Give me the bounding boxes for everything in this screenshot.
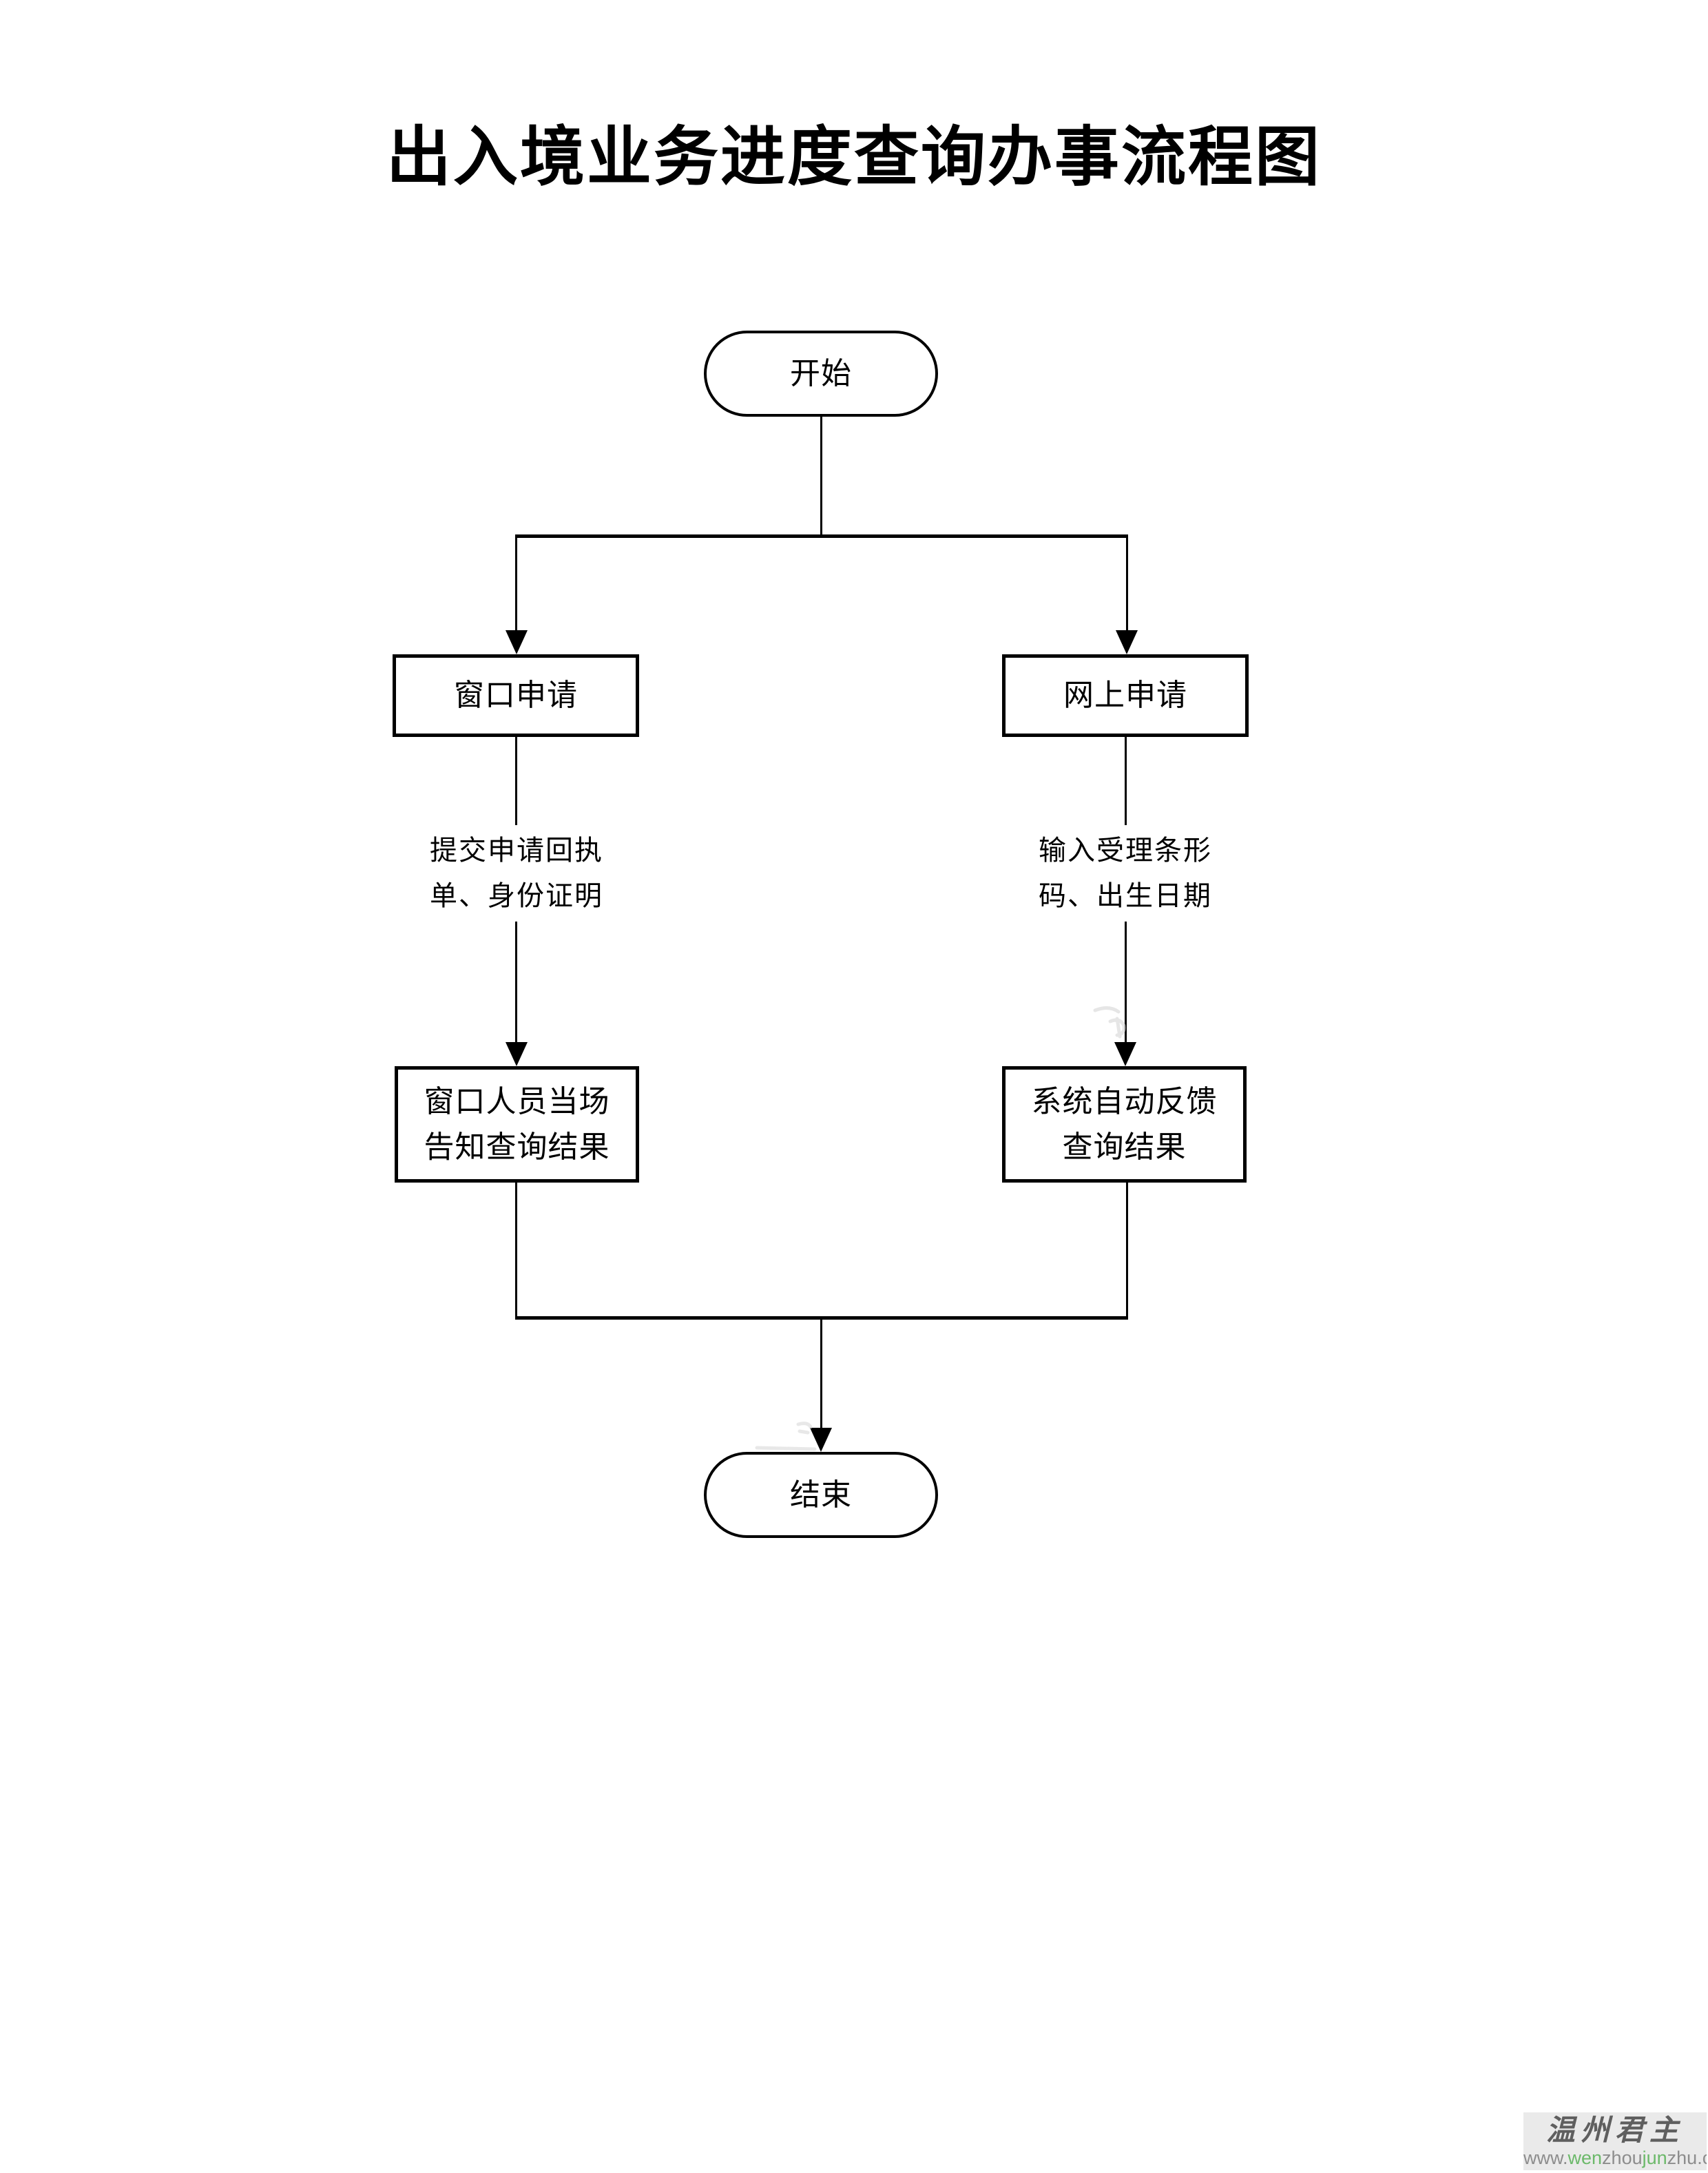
connector-system-result-to-merge (1126, 1183, 1128, 1319)
system-result-line: 查询结果 (1062, 1130, 1187, 1164)
arrowhead-into-window-apply (506, 630, 528, 654)
window-result-box: 窗口人员当场 告知查询结果 (395, 1066, 639, 1183)
connector-split-horizontal (515, 534, 1128, 538)
edge-label-line: 单、身份证明 (430, 880, 603, 911)
site-watermark-brand: 温州君主 (1545, 2115, 1684, 2147)
start-node: 开始 (704, 331, 938, 417)
site-watermark-badge: 温州君主 www.wenzhoujunzhu.com (1523, 2112, 1707, 2170)
edge-label-line: 输入受理条形 (1039, 835, 1212, 866)
url-segment: wen (1568, 2148, 1603, 2168)
window-result-line: 告知查询结果 (424, 1130, 610, 1164)
arrowhead-into-window-result (506, 1042, 528, 1066)
arrowhead-into-system-result (1114, 1042, 1136, 1066)
page-title: 出入境业务进度查询办事流程图 (386, 122, 1322, 194)
faint-watermark-remnant (755, 1422, 817, 1451)
url-segment: jun (1642, 2148, 1667, 2168)
window-apply-label: 窗口申请 (454, 678, 578, 712)
connector-split-to-window-apply (515, 534, 517, 632)
url-segment: zhu (1667, 2148, 1698, 2168)
connector-split-to-online-apply (1126, 534, 1128, 632)
online-apply-label: 网上申请 (1063, 678, 1187, 712)
window-apply-box: 窗口申请 (393, 654, 639, 737)
window-apply-edge-label: 提交申请回执 单、身份证明 (421, 825, 612, 922)
edge-label-line: 码、出生日期 (1039, 880, 1212, 911)
system-result-box: 系统自动反馈 查询结果 (1002, 1066, 1247, 1183)
online-apply-edge-label: 输入受理条形 码、出生日期 (1030, 825, 1220, 922)
window-result-line: 窗口人员当场 (424, 1084, 610, 1119)
url-segment: .com (1697, 2148, 1707, 2168)
end-node-label: 结束 (790, 1477, 852, 1512)
end-node: 结束 (704, 1452, 938, 1538)
online-apply-box: 网上申请 (1002, 654, 1249, 737)
faint-watermark-remnant (1093, 1006, 1126, 1039)
connector-merge-to-end (820, 1318, 822, 1430)
system-result-line: 系统自动反馈 (1031, 1084, 1218, 1119)
arrowhead-into-online-apply (1116, 630, 1138, 654)
start-node-label: 开始 (790, 356, 852, 391)
url-segment: zhou (1602, 2148, 1643, 2168)
edge-label-line: 提交申请回执 (430, 835, 603, 866)
site-watermark-url: www.wenzhoujunzhu.com (1523, 2148, 1707, 2168)
connector-window-result-to-merge (515, 1183, 517, 1319)
connector-start-to-split (820, 415, 822, 537)
url-segment: www. (1523, 2148, 1568, 2168)
